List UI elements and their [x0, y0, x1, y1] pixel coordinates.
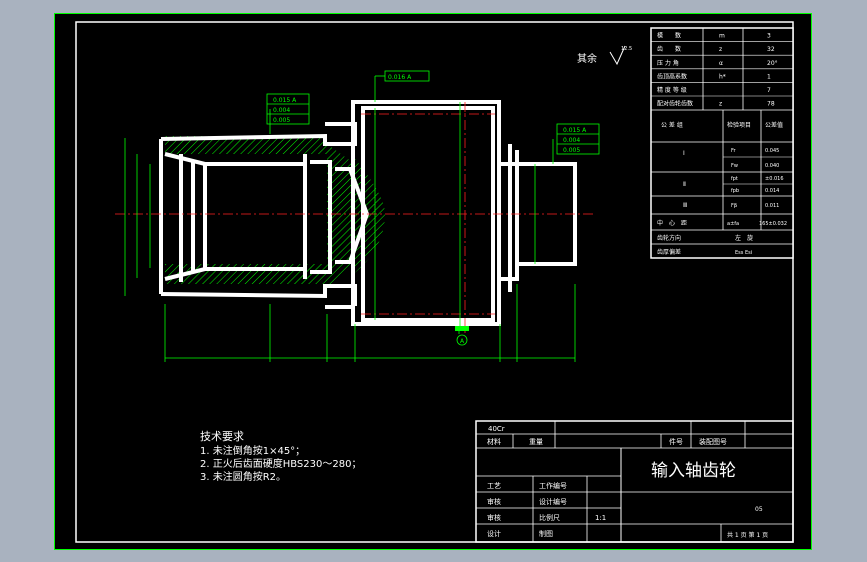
drawing-canvas: 其余 12.5 — [75, 21, 794, 543]
svg-text:0.016 A: 0.016 A — [388, 74, 412, 81]
roughness-label: 其余 — [577, 52, 597, 65]
drawing-code: 05 — [755, 506, 763, 513]
tech-req-line: 2. 正火后齿面硬度HBS230～280； — [200, 457, 361, 470]
gear-param-c1: α — [719, 60, 723, 67]
datum-circle-icon — [456, 334, 468, 346]
part-name: 输入轴齿轮 — [651, 461, 736, 481]
gear-param-c2: 32 — [767, 46, 775, 53]
svg-text:0.015 A: 0.015 A — [563, 127, 587, 134]
svg-text:比例尺: 比例尺 — [539, 513, 560, 522]
svg-text:fpb: fpb — [731, 188, 739, 194]
center-lines — [115, 102, 595, 334]
material-value: 40Cr — [488, 425, 505, 433]
svg-text:0.011: 0.011 — [765, 203, 779, 209]
scale-value: 1:1 — [595, 514, 606, 522]
svg-text:制图: 制图 — [539, 529, 553, 538]
svg-text:0.015 A: 0.015 A — [273, 97, 297, 104]
svg-text:Ess Esi: Ess Esi — [735, 250, 752, 256]
gear-param-label: 压 力 角 — [657, 59, 679, 67]
svg-text:Ⅲ: Ⅲ — [683, 202, 687, 209]
gear-param-label: 齿 数 — [657, 45, 681, 53]
gear-param-label: 精 度 等 级 — [657, 86, 687, 94]
gear-param-c2: 1 — [767, 73, 771, 80]
check-header-group: 公 差 组 — [661, 121, 683, 129]
tolerance-frame-right: 0.015 A 0.004 0.005 — [556, 123, 600, 155]
svg-text:Ⅰ: Ⅰ — [683, 150, 685, 157]
part-no-label: 件号 — [669, 437, 683, 446]
gear-param-c2: 7 — [767, 87, 771, 94]
svg-text:工艺: 工艺 — [487, 482, 501, 490]
svg-text:中 心 距: 中 心 距 — [657, 219, 687, 227]
svg-text:齿厚偏差: 齿厚偏差 — [657, 248, 681, 256]
check-header-value: 公差值 — [765, 121, 783, 129]
drawing-no-label: 装配图号 — [699, 437, 727, 446]
check-header-item: 检验项目 — [727, 121, 751, 129]
weight-label: 重量 — [529, 438, 543, 446]
gear-param-c2: 3 — [767, 33, 771, 40]
tech-req-line: 3. 未注圆角按R2。 — [200, 470, 286, 483]
svg-text:Fr: Fr — [731, 148, 737, 154]
roughness-value: 12.5 — [621, 46, 632, 52]
svg-text:审核: 审核 — [487, 497, 501, 506]
tech-req-title: 技术要求 — [200, 430, 244, 443]
tolerance-frame-top: 0.016 A — [384, 70, 430, 82]
roughness-symbol-icon — [609, 45, 626, 66]
datum-label: A — [460, 338, 465, 345]
drawing-sheet: 其余 12.5 — [54, 13, 812, 550]
svg-text:设计编号: 设计编号 — [539, 497, 567, 506]
gear-param-c1: z — [719, 46, 722, 53]
svg-text:审核: 审核 — [487, 513, 501, 522]
technical-requirements: 技术要求 1. 未注倒角按1×45°； 2. 正火后齿面硬度HBS230～280… — [200, 430, 361, 483]
tolerance-frame-left: 0.015 A 0.004 0.005 — [266, 93, 310, 125]
svg-text:0.014: 0.014 — [765, 188, 779, 194]
dimension-lines — [124, 75, 576, 362]
gear-param-label: 配对齿轮齿数 — [657, 100, 693, 108]
tech-req-line: 1. 未注倒角按1×45°； — [200, 444, 305, 457]
svg-text:齿轮方向: 齿轮方向 — [657, 234, 681, 242]
svg-text:0.004: 0.004 — [563, 137, 580, 144]
gear-param-c2: 78 — [767, 101, 775, 108]
gear-param-label: 模 数 — [657, 32, 681, 40]
material-label: 材料 — [487, 437, 501, 446]
shaft-outline — [159, 100, 577, 326]
svg-text:fpt: fpt — [731, 176, 738, 182]
gear-param-c1: h* — [719, 73, 726, 80]
svg-text:165±0.032: 165±0.032 — [759, 221, 787, 227]
svg-text:0.040: 0.040 — [765, 163, 779, 169]
svg-text:a±fa: a±fa — [727, 221, 739, 227]
gear-param-c1: z — [719, 101, 722, 108]
svg-text:0.005: 0.005 — [273, 117, 290, 124]
title-block: 40Cr 材料 重量 件号 装配图号 输入轴齿轮 工艺 审核 审核 设计 工作编… — [475, 420, 794, 543]
gear-parameter-table: 模 数 m 3 齿 数 z 32 压 力 角 α 20° 齿顶高系数 h* 1 精 度 等 级 7 配对齿轮… — [650, 27, 794, 259]
svg-text:Fw: Fw — [731, 163, 738, 169]
inner-frame — [75, 21, 794, 543]
gear-param-c1: m — [719, 33, 725, 40]
svg-text:设计: 设计 — [487, 529, 501, 538]
svg-text:0.005: 0.005 — [563, 147, 580, 154]
gear-param-label: 齿顶高系数 — [657, 72, 687, 80]
svg-text:±0.016: ±0.016 — [765, 176, 784, 182]
svg-text:Fβ: Fβ — [731, 203, 737, 209]
svg-text:0.004: 0.004 — [273, 107, 290, 114]
svg-text:0.045: 0.045 — [765, 148, 779, 154]
gear-param-c2: 20° — [767, 60, 778, 67]
svg-text:Ⅱ: Ⅱ — [683, 181, 686, 188]
svg-text:工作编号: 工作编号 — [539, 481, 567, 490]
svg-text:左 旋: 左 旋 — [735, 234, 753, 242]
datum-feature-icon — [455, 326, 469, 331]
sheet-info: 共 1 页 第 1 页 — [727, 531, 768, 539]
